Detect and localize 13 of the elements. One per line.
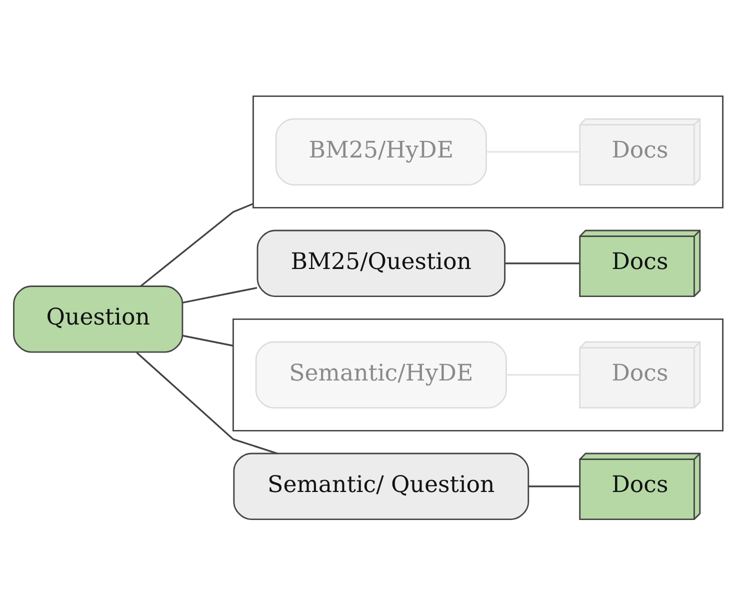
- node-box: Question: [13, 286, 184, 353]
- connector: [504, 262, 580, 264]
- connector: [182, 286, 258, 304]
- connector: [182, 334, 234, 347]
- node-box: BM25/HyDE: [275, 118, 487, 186]
- node-box: BM25/Question: [256, 230, 506, 297]
- node-box: Semantic/ Question: [233, 452, 530, 520]
- node-box: Semantic/HyDE: [255, 341, 507, 408]
- cluster: [252, 95, 724, 208]
- connector: [140, 202, 254, 287]
- connector: [136, 352, 278, 454]
- connector: [528, 486, 580, 488]
- cluster: [232, 318, 724, 432]
